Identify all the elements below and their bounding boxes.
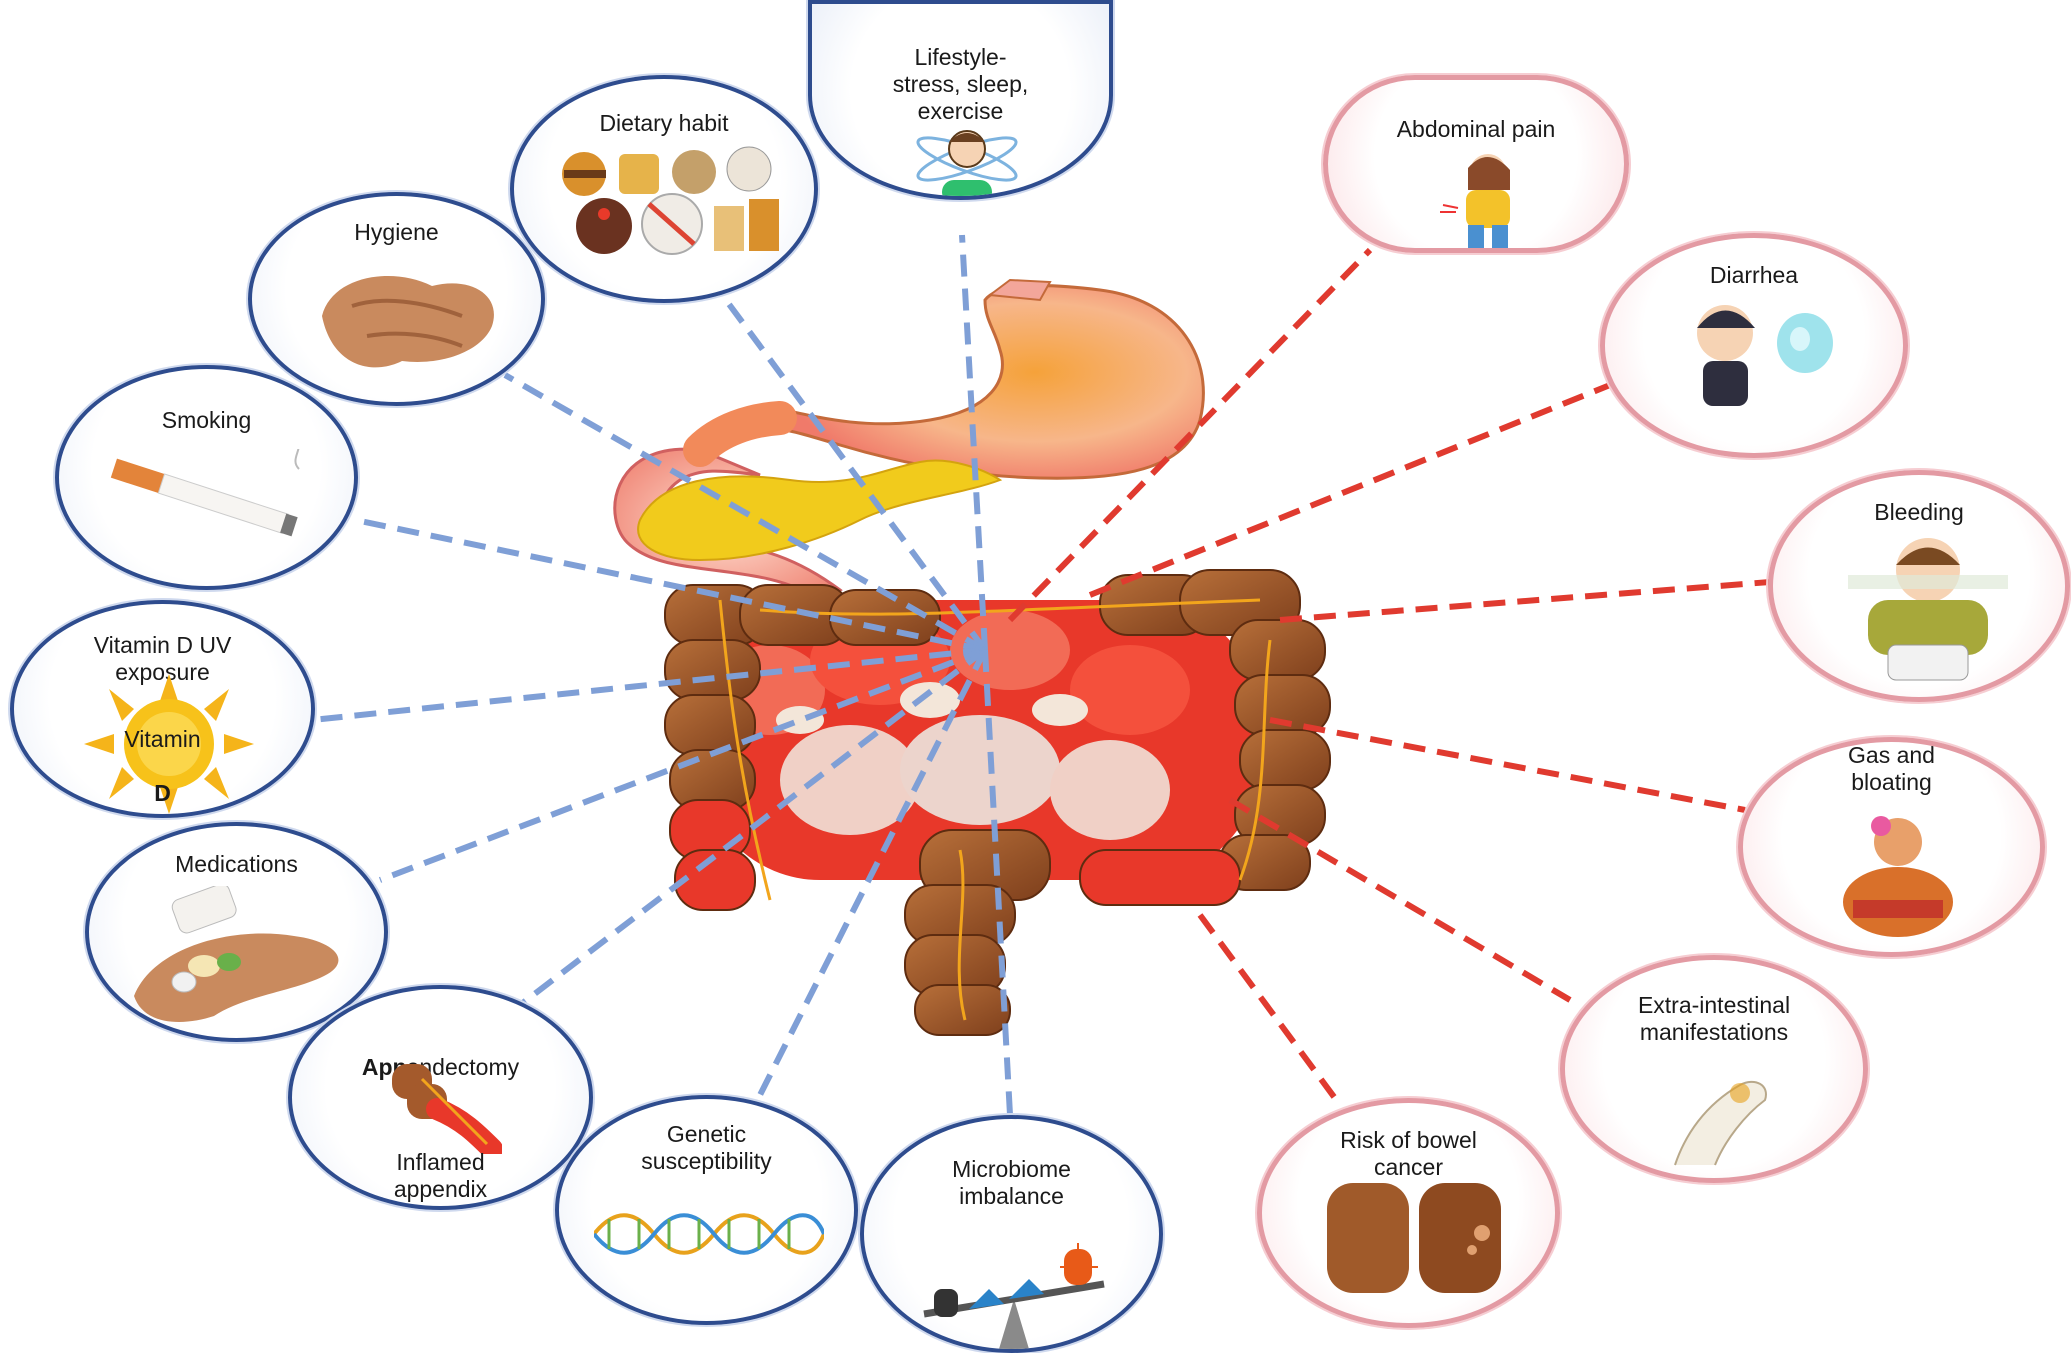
vitamin-d-icon-text: Vitamin D: [14, 699, 311, 807]
node-abdominal-pain: Abdominal pain: [1323, 75, 1629, 253]
person-on-toilet-icon: [1828, 535, 2028, 685]
diarrhea-label: Diarrhea: [1605, 262, 1903, 289]
node-diarrhea: Diarrhea: [1600, 233, 1908, 458]
node-bowel-cancer: Risk of bowel cancer: [1257, 1098, 1560, 1328]
medications-label: Medications: [89, 851, 384, 878]
dietary-habit-label: Dietary habit: [514, 110, 814, 137]
node-hygiene: Hygiene: [248, 192, 545, 406]
bowel-tumor-icon: [1317, 1178, 1517, 1298]
person-with-stomach-ache-icon: [1428, 150, 1538, 253]
bleeding-label: Bleeding: [1773, 499, 2065, 526]
abdominal-pain-label: Abdominal pain: [1328, 116, 1624, 143]
node-smoking: Smoking: [55, 365, 358, 590]
gas-bloating-label: Gas and bloating: [1743, 742, 2040, 796]
inflamed-appendix-label: Inflamed appendix: [292, 1149, 589, 1203]
extra-intestinal-label: Extra-intestinal manifestations: [1565, 992, 1863, 1046]
joint-skeleton-icon: [1645, 1065, 1795, 1175]
boy-with-diarrhea-icon: [1665, 293, 1845, 423]
node-appendectomy: Appendectomy Inflamed appendix: [288, 985, 593, 1210]
node-microbiome: Microbiome imbalance: [860, 1115, 1163, 1353]
connector-bowel-cancer: [1200, 915, 1340, 1105]
seesaw-bacteria-icon: [914, 1219, 1114, 1349]
lifestyle-label: Lifestyle- stress, sleep, exercise: [812, 44, 1109, 125]
bloated-person-icon: [1823, 812, 1973, 942]
node-medications: Medications: [85, 822, 388, 1042]
dna-icon: [594, 1209, 824, 1259]
smoking-label: Smoking: [59, 407, 354, 434]
node-vitamin-d: Vitamin D UV exposure Vitamin D: [10, 600, 315, 818]
appendix-icon: [382, 1059, 502, 1154]
meditating-person-icon: [912, 114, 1022, 200]
vitamin-icon-letter: D: [154, 780, 171, 806]
node-bleeding: Bleeding: [1768, 470, 2070, 702]
node-lifestyle: Lifestyle- stress, sleep, exercise: [808, 0, 1113, 200]
genetic-label: Genetic susceptibility: [559, 1121, 854, 1175]
junk-food-icon: [554, 144, 784, 259]
pills-in-hand-icon: [124, 886, 354, 1026]
node-dietary-habit: Dietary habit: [510, 75, 818, 303]
connector-bleeding: [1280, 582, 1770, 620]
node-gas-bloating: Gas and bloating: [1738, 737, 2045, 957]
node-extra-intestinal: Extra-intestinal manifestations: [1560, 955, 1868, 1183]
vitamin-icon-word: Vitamin: [124, 726, 200, 752]
stomach: [782, 286, 1203, 479]
connector-gas-bloating: [1270, 720, 1745, 810]
hands-washing-icon: [312, 256, 512, 386]
bowel-cancer-label: Risk of bowel cancer: [1262, 1127, 1555, 1181]
cigarette-icon: [99, 449, 319, 549]
hygiene-label: Hygiene: [252, 219, 541, 246]
node-genetic: Genetic susceptibility: [555, 1095, 858, 1325]
microbiome-label: Microbiome imbalance: [864, 1156, 1159, 1210]
